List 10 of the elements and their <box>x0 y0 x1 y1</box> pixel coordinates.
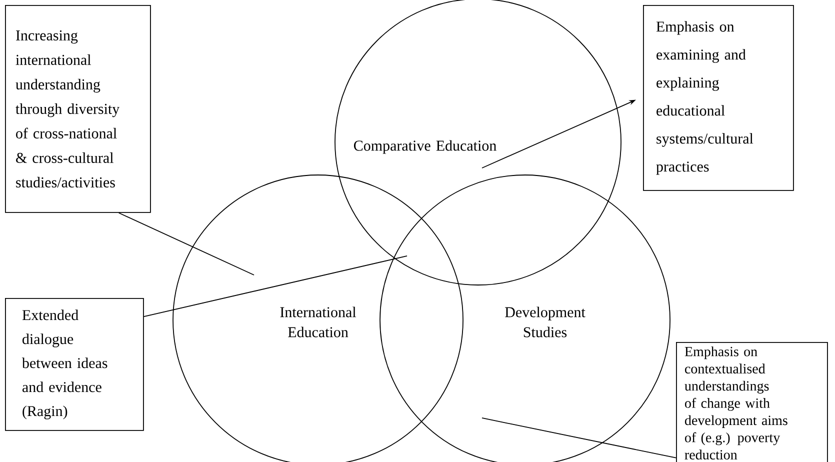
text-box: Emphasis on examining and explaining educational systems/cultural practices <box>643 5 794 191</box>
text-box: Emphasis on contextualised understandings of change with development aims of (e.g.) poverty reduction <box>676 342 828 462</box>
leader-line <box>118 212 254 276</box>
text-box: Increasing international understanding through diversity of cross-national & cross-cultural studies/activities <box>5 5 151 213</box>
circle-label: International Education <box>280 306 356 338</box>
circle-label: Development Studies <box>505 306 586 338</box>
leader-line <box>482 418 676 458</box>
leader-line <box>143 256 408 318</box>
circle-label: Comparative Education <box>354 140 496 154</box>
text-box: Extended dialogue between ideas and evidence (Ragin) <box>5 298 144 431</box>
